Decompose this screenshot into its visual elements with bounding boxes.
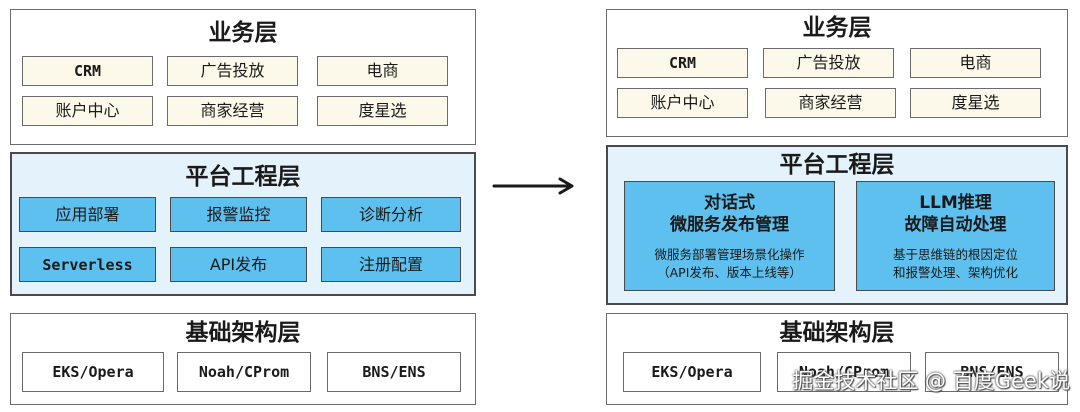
- card-title-line1: LLM推理: [919, 193, 992, 213]
- right-business-item-ecommerce: 电商: [910, 48, 1041, 78]
- right-business-item-ads: 广告投放: [763, 48, 894, 78]
- left-platform-layer: 平台工程层 应用部署 报警监控 诊断分析 Serverless API发布 注册…: [10, 152, 476, 296]
- right-platform-card-dialog-publish: 对话式 微服务发布管理 微服务部署管理场景化操作 （API发布、版本上线等）: [624, 181, 835, 291]
- card-title-line1: 对话式: [704, 193, 755, 213]
- left-platform-item-alarm-monitor: 报警监控: [170, 197, 307, 232]
- left-business-item-crm: CRM: [22, 56, 153, 86]
- right-infra-item-eks: EKS/Opera: [623, 352, 761, 392]
- left-business-item-ecommerce: 电商: [317, 56, 448, 86]
- left-platform-item-registry-config: 注册配置: [321, 247, 461, 282]
- arrow-right-icon: [492, 177, 574, 195]
- left-infra-layer-title: 基础架构层: [185, 320, 301, 346]
- right-business-item-crm: CRM: [617, 48, 748, 78]
- left-platform-item-api-publish: API发布: [170, 247, 307, 282]
- right-infra-layer: 基础架构层 EKS/Opera Noah/CProm BNS/ENS: [606, 313, 1068, 405]
- left-infra-item-eks: EKS/Opera: [22, 352, 164, 392]
- right-business-item-merchant: 商家经营: [765, 88, 896, 118]
- left-platform-item-diagnosis: 诊断分析: [321, 197, 461, 232]
- left-platform-layer-title: 平台工程层: [185, 164, 301, 190]
- right-infra-layer-title: 基础架构层: [779, 320, 895, 346]
- right-infra-item-noah: Noah/CProm: [777, 352, 911, 392]
- right-platform-layer-title: 平台工程层: [779, 152, 895, 178]
- card-desc-line1: 微服务部署管理场景化操作: [654, 247, 805, 262]
- card-title-line2: 微服务发布管理: [670, 215, 789, 235]
- left-infra-item-bns: BNS/ENS: [327, 352, 461, 392]
- right-platform-card-llm-fault: LLM推理 故障自动处理 基于思维链的根因定位 和报警处理、架构优化: [856, 181, 1055, 291]
- left-infra-item-noah: Noah/CProm: [177, 352, 311, 392]
- left-business-item-ads: 广告投放: [167, 56, 298, 86]
- left-business-layer: 业务层 CRM 广告投放 电商 账户中心 商家经营 度星选: [10, 9, 476, 145]
- left-platform-item-deploy: 应用部署: [19, 197, 156, 232]
- left-business-item-account-center: 账户中心: [22, 96, 153, 126]
- card-desc-line2: （API发布、版本上线等）: [657, 265, 802, 280]
- right-business-item-duxingxuan: 度星选: [910, 88, 1041, 118]
- right-business-item-account-center: 账户中心: [617, 88, 748, 118]
- right-infra-item-bns: BNS/ENS: [925, 352, 1059, 392]
- card-title-line2: 故障自动处理: [904, 215, 1007, 235]
- right-business-layer: 业务层 CRM 广告投放 电商 账户中心 商家经营 度星选: [606, 9, 1068, 137]
- right-platform-layer: 平台工程层 对话式 微服务发布管理 微服务部署管理场景化操作 （API发布、版本…: [606, 145, 1068, 305]
- left-infra-layer: 基础架构层 EKS/Opera Noah/CProm BNS/ENS: [10, 313, 476, 405]
- watermark-text: 掘金技术社区 @ 百度Geek说: [792, 369, 1070, 393]
- left-business-item-merchant: 商家经营: [167, 96, 298, 126]
- card-desc-line1: 基于思维链的根因定位: [892, 247, 1018, 262]
- left-business-layer-title: 业务层: [208, 20, 278, 46]
- left-business-item-duxingxuan: 度星选: [317, 96, 448, 126]
- card-desc-line2: 和报警处理、架构优化: [892, 265, 1018, 280]
- right-business-layer-title: 业务层: [802, 15, 872, 41]
- left-platform-item-serverless: Serverless: [19, 247, 156, 282]
